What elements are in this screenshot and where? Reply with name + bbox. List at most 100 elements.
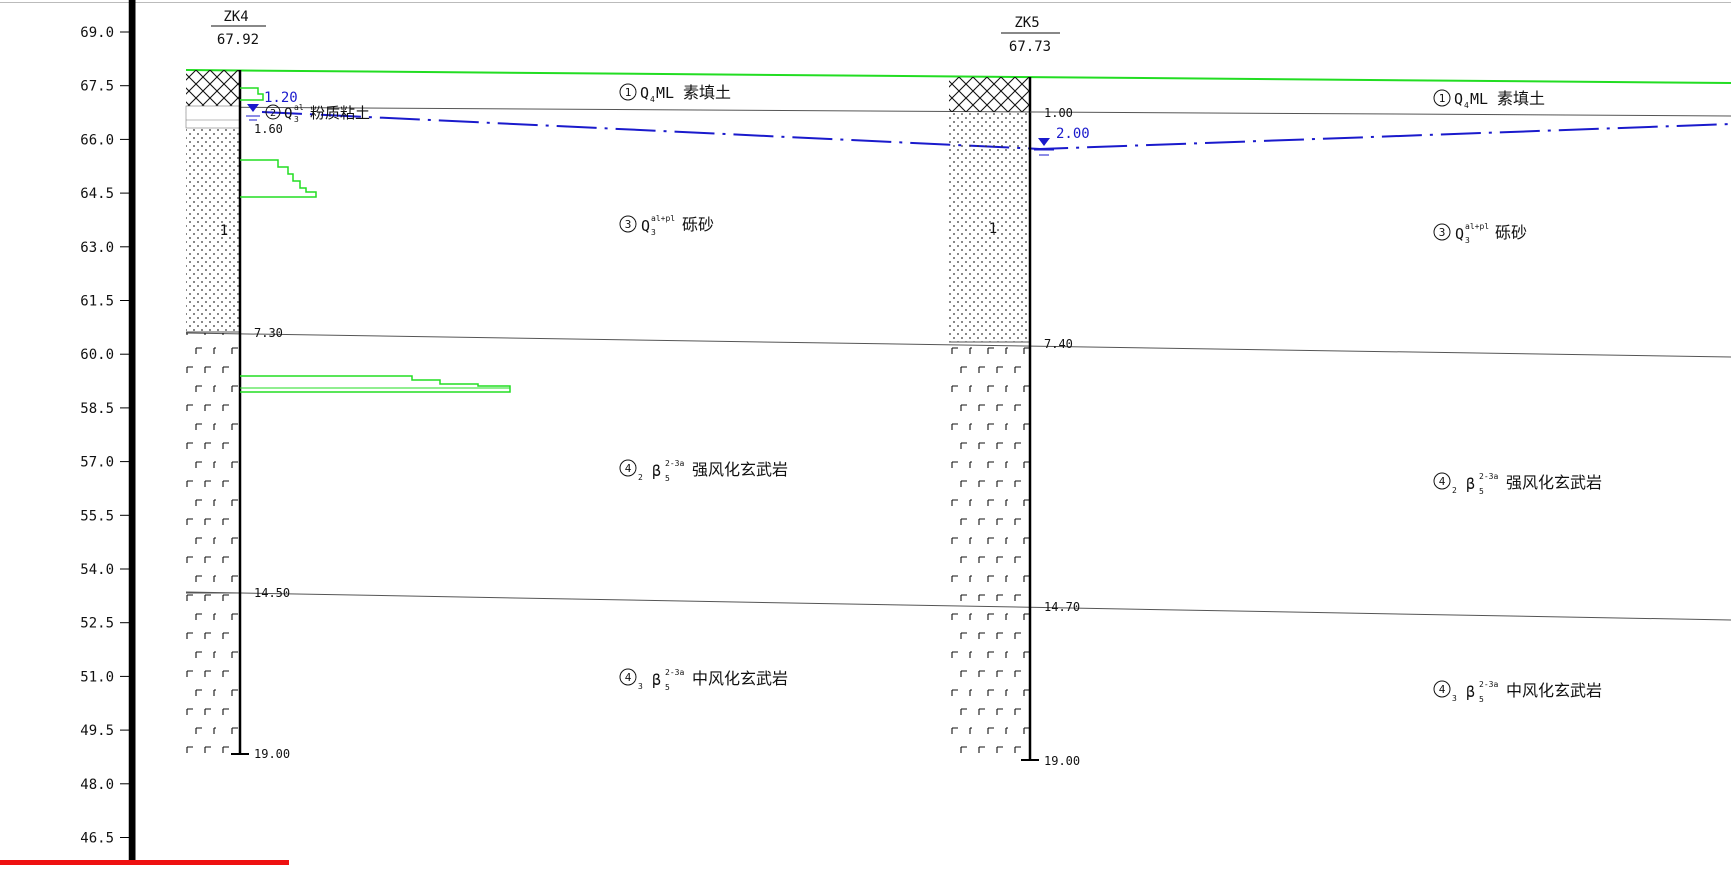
svg-text:4: 4: [1439, 475, 1446, 488]
zk4-water-symbol: [247, 104, 259, 112]
svg-text:3: 3: [1439, 226, 1446, 239]
zk4-sample-label: 1: [220, 223, 228, 239]
label-basalt-strong-left: 4 2 β 5 2-3a 强风化玄武岩: [619, 459, 788, 483]
stratum-number-circle: [619, 215, 637, 233]
zk4-elevation: 67.92: [217, 32, 259, 48]
zk4-id: ZK4: [223, 9, 248, 25]
fill-age-r: Q: [1454, 90, 1463, 108]
axis-tick-label: 67.5: [80, 79, 114, 95]
basalt-strong-name-r: 强风化玄武岩: [1506, 473, 1602, 492]
basalt-strong-sym: β: [652, 462, 661, 480]
svg-text:1: 1: [625, 86, 632, 99]
svg-text:3: 3: [625, 218, 632, 231]
basalt-mid-sym-r: β: [1466, 683, 1475, 701]
basalt-strong-num-sub: 2: [638, 473, 643, 482]
basalt-mid-sym-sub: 5: [665, 683, 670, 692]
label-gravel-sand-right: 3 Q 3 al+pl 砾砂: [1433, 222, 1527, 245]
label-silty-clay: 2 Q 3 al 粉质粘土: [265, 103, 370, 124]
zk5-depth-1: 1.00: [1044, 106, 1073, 120]
stratum-labels-right: 1 Q 4 ML 素填土 3 Q 3 al+pl 砾砂 4 2 β 5 2-3a…: [1433, 89, 1602, 704]
zk4-depth-1: 1.60: [254, 122, 283, 136]
zk5-depth-2: 7.40: [1044, 337, 1073, 351]
label-basalt-mid-right: 4 3 β 5 2-3a 中风化玄武岩: [1433, 680, 1602, 704]
stratum-number-circle: [1433, 472, 1451, 490]
label-fill-right: 1 Q 4 ML 素填土: [1433, 89, 1545, 110]
axis-tick-label: 63.0: [80, 240, 114, 256]
stratum-labels-left: 1 Q 4 ML 素填土 3 Q 3 al+pl 砾砂 4 2 β 5 2-3a…: [619, 83, 788, 692]
fill-suffix-r: ML: [1470, 90, 1488, 108]
svg-text:4: 4: [625, 462, 632, 475]
fill-age-sub: 4: [650, 95, 655, 104]
basalt-mid-sym-sup: 2-3a: [665, 668, 684, 677]
axis-tick-label: 66.0: [80, 132, 114, 148]
stratum-number-circle: [619, 459, 637, 477]
borehole-zk5: ZK5 67.73 1 2.00 1.00 7.40 14.70 19.00: [949, 15, 1090, 768]
stratum-number-circle: [1433, 680, 1451, 698]
svg-text:4: 4: [625, 671, 632, 684]
zk5-fill-layer: [949, 77, 1030, 112]
axis-tick-label: 64.5: [80, 186, 114, 202]
sand-age-sub: 3: [651, 228, 656, 237]
basalt-mid-num-sub-r: 3: [1452, 694, 1457, 703]
elevation-axis: 69.067.566.064.563.061.560.058.557.055.5…: [80, 0, 136, 865]
basalt-mid-name-r: 中风化玄武岩: [1506, 681, 1602, 700]
zk5-basalt-layer: [949, 342, 1030, 760]
svg-text:1: 1: [1439, 92, 1446, 105]
stratum-number-circle: [619, 668, 637, 686]
basalt-strong-num-sub-r: 2: [1452, 486, 1457, 495]
sand-age: Q: [641, 217, 650, 235]
svg-text:2: 2: [270, 108, 276, 119]
label-gravel-sand-left: 3 Q 3 al+pl 砾砂: [619, 214, 714, 237]
sand-name-r: 砾砂: [1495, 223, 1527, 242]
svg-text:4: 4: [1439, 683, 1446, 696]
fill-age: Q: [640, 84, 649, 102]
zk4-end-depth: 19.00: [254, 747, 290, 761]
basalt-strong-sym-sub-r: 5: [1479, 487, 1484, 496]
ground-surface-line: [185, 69, 1731, 84]
silty-clay-age: Q: [284, 106, 292, 122]
silty-clay-age-sub: 3: [294, 115, 299, 124]
fill-suffix: ML: [656, 84, 674, 102]
zk4-gravel-sand-layer: [186, 128, 240, 332]
bottom-red-bar: [0, 860, 289, 865]
zk4-water-depth: 1.20: [264, 90, 298, 106]
fill-name-r: 素填土: [1497, 89, 1545, 108]
zk4-depth-2: 7.30: [254, 326, 283, 340]
fill-age-sub-r: 4: [1464, 101, 1469, 110]
axis-tick-label: 46.5: [80, 831, 114, 847]
stratum-number-circle: [1433, 89, 1451, 107]
sand-age-sup-r: al+pl: [1465, 222, 1489, 231]
axis-tick-label: 61.5: [80, 294, 114, 310]
axis-tick-label: 58.5: [80, 401, 114, 417]
borehole-zk4: ZK4 67.92 1 1.20 1.60 7.30 14.50 19.00 2…: [185, 9, 511, 761]
sand-age-sub-r: 3: [1465, 236, 1470, 245]
silty-clay-name: 粉质粘土: [310, 104, 370, 122]
zk5-gravel-sand-layer: [949, 112, 1030, 342]
zk4-clay-layer: [185, 105, 241, 129]
axis-tick-label: 55.5: [80, 508, 114, 524]
basalt-strong-sym-sup: 2-3a: [665, 459, 684, 468]
zk4-fill-layer: [186, 70, 240, 106]
zk5-water-depth: 2.00: [1056, 126, 1090, 142]
basalt-strong-sym-r: β: [1466, 475, 1475, 493]
zk5-elevation: 67.73: [1009, 39, 1051, 55]
zk5-water-symbol: [1038, 138, 1050, 146]
axis-tick-label: 60.0: [80, 347, 114, 363]
sand-name: 砾砂: [682, 215, 714, 234]
axis-tick-label: 49.5: [80, 723, 114, 739]
zk5-end-depth: 19.00: [1044, 754, 1080, 768]
sand-age-r: Q: [1455, 225, 1464, 243]
basalt-mid-sym-sub-r: 5: [1479, 695, 1484, 704]
basalt-mid-name: 中风化玄武岩: [692, 669, 788, 688]
zk5-sample-label: 1: [989, 221, 997, 237]
zk4-test-curve-3: [240, 375, 511, 393]
label-fill-left: 1 Q 4 ML 素填土: [619, 83, 731, 104]
zk4-depth-3: 14.50: [254, 586, 290, 600]
axis-tick-label: 52.5: [80, 616, 114, 632]
basalt-mid-sym-sup-r: 2-3a: [1479, 680, 1498, 689]
fill-name: 素填土: [683, 83, 731, 102]
zk4-test-curve-1: [240, 87, 264, 101]
basalt-strong-sym-sub: 5: [665, 474, 670, 483]
axis-thick-bar: [129, 0, 136, 865]
axis-tick-label: 69.0: [80, 25, 114, 41]
